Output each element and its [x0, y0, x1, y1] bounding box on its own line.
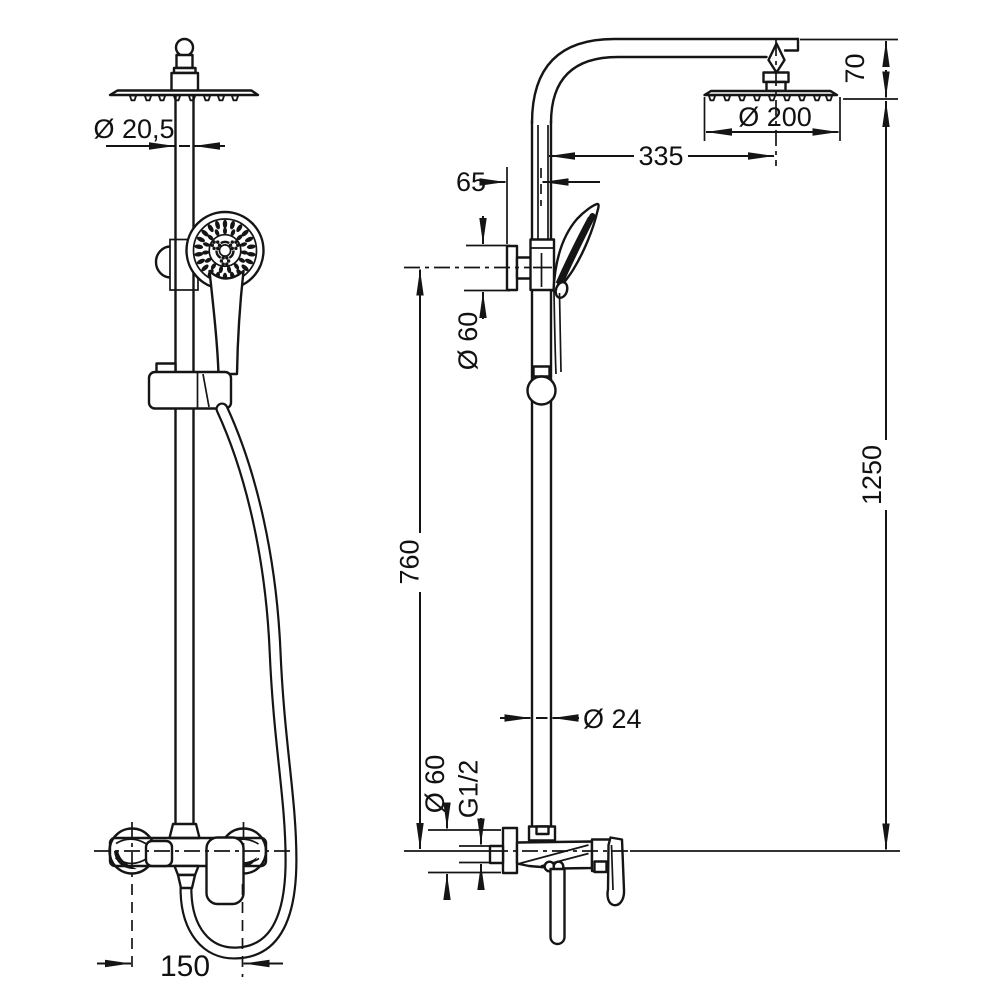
side-thread-stub [488, 844, 505, 865]
slider-lock-knob [526, 375, 557, 406]
front-view [94, 37, 298, 977]
front-overhead-shower [108, 89, 260, 97]
shower-hose [179, 402, 298, 960]
dim-label-column-height: 760 [395, 539, 425, 584]
dimensions: Ø 20,5 70 Ø 200 335 65 Ø 60 760 [93, 38, 898, 983]
dim-label-bracket-flange: Ø 60 [453, 312, 483, 371]
dim-label-wall-flange: Ø 60 [420, 755, 450, 814]
dim-label-thread: G1/2 [454, 760, 484, 819]
front-hand-shower [185, 210, 265, 376]
side-hose-drop [549, 867, 566, 946]
front-upper-bracket [154, 245, 171, 279]
side-overhead-shower [703, 89, 839, 97]
dim-label-total-height: 1250 [857, 445, 887, 505]
side-arm [530, 37, 800, 125]
front-slider-bracket [147, 362, 233, 410]
side-overhead-nozzles [707, 94, 834, 102]
front-swivel-knob [174, 37, 195, 58]
mixer-lever-front [205, 836, 245, 906]
side-mixer [488, 825, 626, 946]
side-view [404, 37, 900, 946]
side-wall-bracket [505, 238, 556, 292]
mixer-cap [144, 839, 174, 868]
dim-label-bracket-offset: 65 [456, 167, 486, 197]
dim-label-inlet-spacing: 150 [160, 950, 210, 983]
hose-outlet [173, 864, 200, 877]
front-overhead-nozzles [128, 94, 240, 102]
dim-label-head-pipe-diameter: Ø 20,5 [93, 114, 174, 144]
side-hand-shower [552, 202, 600, 299]
mixer-lever-side [606, 836, 626, 907]
hand-shower-handle [208, 269, 245, 376]
dim-label-head-drop: 70 [840, 53, 870, 83]
dim-label-arm-reach: 335 [638, 141, 683, 171]
front-mixer [94, 822, 292, 977]
dim-label-overhead-diameter: Ø 200 [738, 102, 812, 132]
dim-label-column-diameter: Ø 24 [583, 704, 642, 734]
